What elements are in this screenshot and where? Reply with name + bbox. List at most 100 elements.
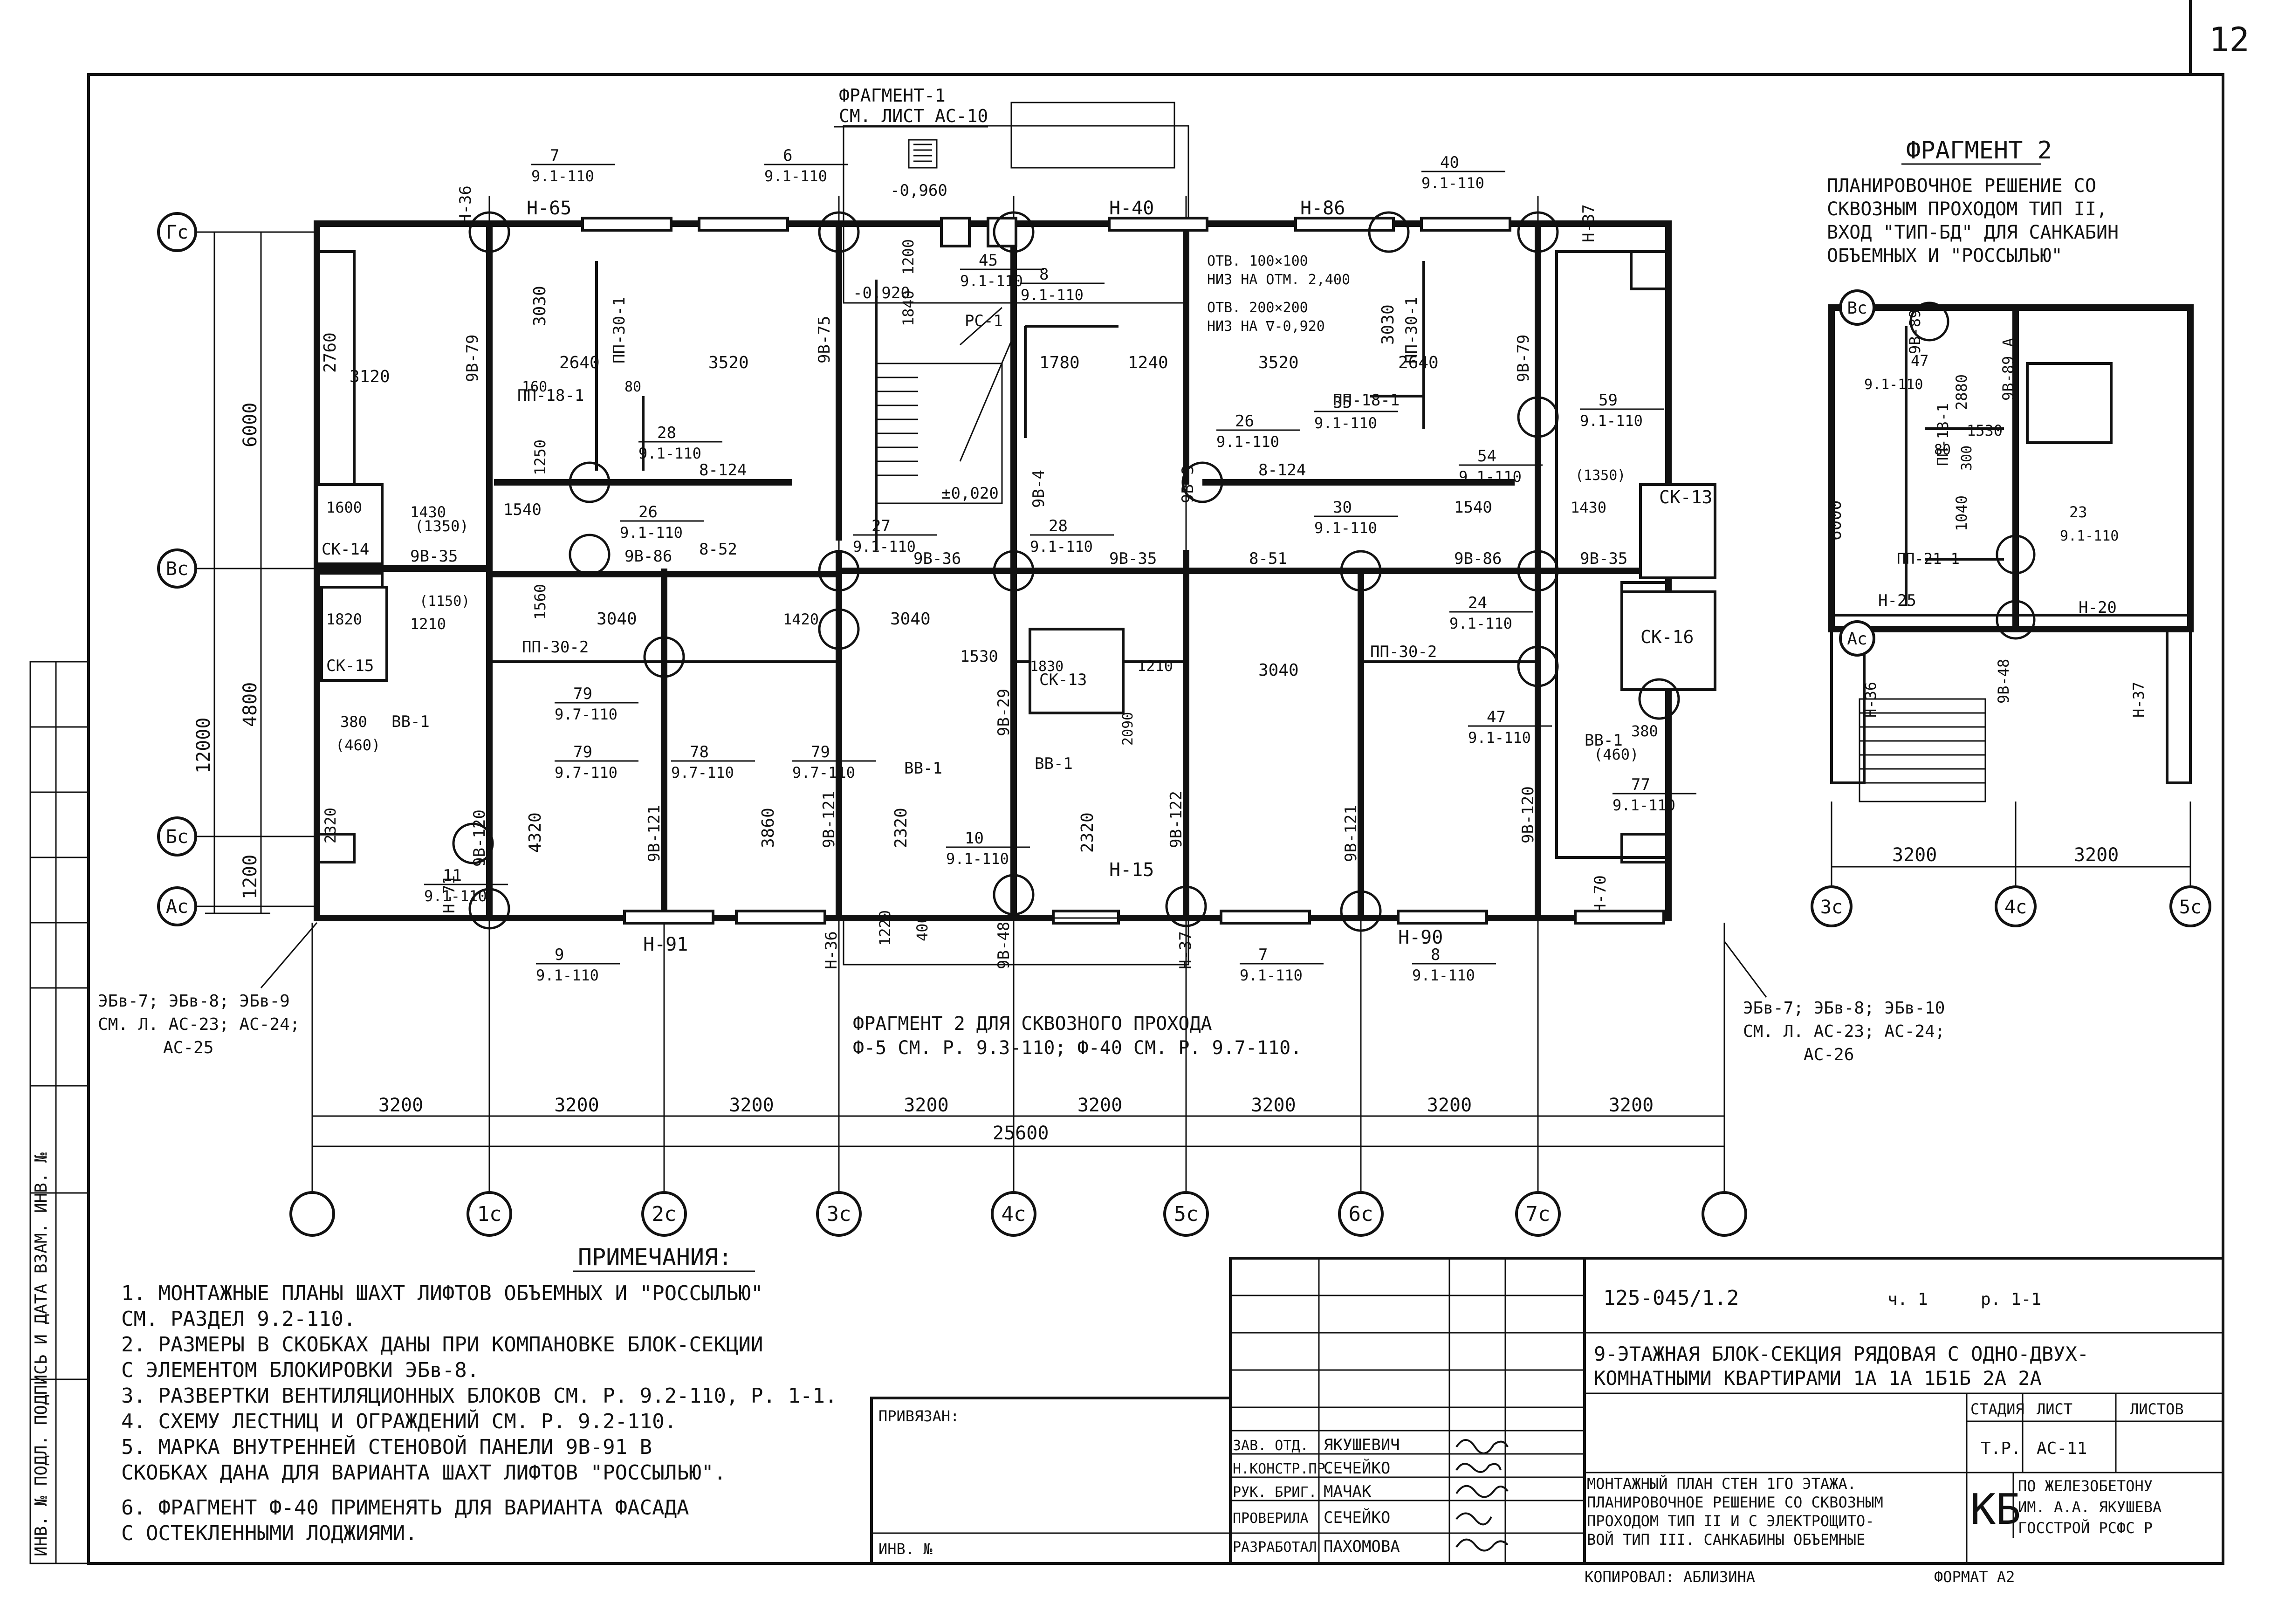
node-ref: 9.1-110	[1613, 796, 1675, 814]
wall-label: ВВ-1	[1035, 754, 1073, 773]
dim-text: 2320	[322, 808, 339, 843]
stair	[875, 307, 1015, 504]
dim-text: 1820	[326, 610, 362, 628]
dim-text: 1240	[1128, 353, 1168, 372]
node-number: 10	[965, 829, 984, 848]
span-dimension: 3200	[1427, 1095, 1472, 1116]
node-ref: 9.1-110	[764, 167, 827, 185]
page-number: 12	[2209, 20, 2250, 59]
dim-text: 400	[913, 914, 931, 941]
dim-text: 3040	[597, 610, 637, 629]
org-line: ИМ. А.А. ЯКУШЕВА	[2018, 1498, 2161, 1516]
node-number: 35	[1333, 393, 1352, 412]
dim-text: 2640	[1398, 353, 1439, 372]
wall-label: 9В-121	[1342, 805, 1360, 862]
axis-bubble-column	[991, 1191, 1036, 1237]
dim-text: 1220	[876, 910, 894, 946]
wall-label: 9В-86	[624, 547, 672, 566]
node-number: 45	[979, 251, 998, 270]
partition-label: ПП-18-1	[517, 386, 584, 405]
wall-label: 8-124	[1258, 461, 1306, 480]
wall-label: 9В-79	[1514, 335, 1533, 382]
margin-stamp-text: ИНВ. № ПОДЛ. ПОДПИСЬ И ДАТА ВЗАМ. ИНВ. №	[32, 1152, 51, 1556]
name-label: ПАХОМОВА	[1324, 1537, 1400, 1556]
note-line: СКОБКАХ ДАНА ДЛЯ ВАРИАНТА ШАХТ ЛИФТОВ "Р…	[121, 1461, 726, 1485]
partition-label: ПП-30-1	[610, 297, 629, 363]
dim-text: (1150)	[419, 593, 470, 610]
wall-label: 9В-75	[815, 316, 834, 363]
panel-label: Н-90	[1398, 927, 1443, 948]
main-floor-plan: СК-14 СК-15 СК-13 СК-16 СК-13	[98, 146, 1945, 1237]
note-line: С ЭЛЕМЕНТОМ БЛОКИРОВКИ ЭБв-8.	[121, 1358, 479, 1382]
note-line: 5. МАРКА ВНУТРЕННЕЙ СТЕНОВОЙ ПАНЕЛИ 9В-9…	[121, 1434, 652, 1459]
fragment2-node-number: 47	[1911, 352, 1929, 370]
wall-label: 9В-4	[1029, 470, 1048, 508]
fragment2-span: 3200	[2074, 844, 2119, 866]
node-number: 7	[550, 146, 559, 165]
dim-text: 3030	[530, 286, 549, 326]
wall-label: 9В-79	[463, 335, 482, 382]
wall-label: 9В-29	[995, 689, 1013, 736]
name-label: СЕЧЕЙКО	[1324, 1508, 1390, 1527]
node-number: 11	[443, 866, 462, 885]
axis-row-label: Ас	[166, 896, 188, 918]
node-ref: 9.7-110	[555, 706, 618, 723]
left-callout: ЭБв-7; ЭБв-8; ЭБв-9	[98, 992, 290, 1011]
fragment2-node-ref: 9.1-110	[1864, 377, 1923, 393]
node-number: 79	[811, 743, 830, 761]
role-label: ПРОВЕРИЛА	[1233, 1510, 1309, 1527]
org-line: ГОССТРОЙ РСФС Р	[2018, 1519, 2153, 1537]
left-dim-12000: 12000	[193, 718, 214, 774]
fragment2-plan: ФРАГМЕНТ 2 ПЛАНИРОВОЧНОЕ РЕШЕНИЕ СО СКВО…	[1811, 137, 2211, 927]
dim-text: 1540	[503, 500, 542, 519]
notes-title: ПРИМЕЧАНИЯ:	[578, 1244, 732, 1271]
notes-block: ПРИМЕЧАНИЯ: 1. МОНТАЖНЫЕ ПЛАНЫ ШАХТ ЛИФТ…	[121, 1244, 837, 1545]
node-ref: 9.1-110	[1580, 412, 1643, 430]
dim-text: 1200	[899, 239, 917, 275]
margin-stamp: ИНВ. № ПОДЛ. ПОДПИСЬ И ДАТА ВЗАМ. ИНВ. №	[29, 661, 89, 1564]
node-number: 40	[1440, 153, 1459, 172]
fragment2-label: Н-37	[2130, 682, 2148, 718]
dim-text: 2640	[559, 353, 600, 372]
node-number: 27	[871, 517, 891, 535]
node-ref: 9.7-110	[792, 764, 855, 781]
node-ref: 9.1-110	[1449, 615, 1512, 632]
fragment2-desc: ПЛАНИРОВОЧНОЕ РЕШЕНИЕ СО	[1827, 175, 2096, 197]
axis-column-label: 5с	[1174, 1202, 1199, 1226]
title-line: КОМНАТНЫМИ КВАРТИРАМИ 1А 1А 1Б1Б 2А 2А	[1594, 1367, 2042, 1390]
left-callout: СМ. Л. АС-23; АС-24;	[98, 1015, 300, 1034]
span-dimension: 3200	[554, 1095, 599, 1116]
note-line: 1. МОНТАЖНЫЕ ПЛАНЫ ШАХТ ЛИФТОВ ОБЪЕМНЫХ …	[121, 1281, 763, 1305]
node-ref: 9.1-110	[536, 966, 599, 984]
dim-text: 1420	[783, 610, 819, 628]
fragment2-note: ФРАГМЕНТ 2 ДЛЯ СКВОЗНОГО ПРОХОДА	[853, 1013, 1212, 1035]
dim-text: 3520	[708, 353, 749, 372]
node-number: 26	[1235, 412, 1254, 431]
dim-text: 1430	[410, 503, 446, 521]
stage-header: ЛИСТОВ	[2130, 1400, 2184, 1418]
sanitary-sk15: СК-15	[326, 657, 374, 675]
dim-text: 380	[1631, 722, 1658, 740]
node-ref: 9.1-110	[1468, 729, 1531, 747]
sheet-desc: ВОЙ ТИП III. САНКАБИНЫ ОБЪЕМНЫЕ	[1587, 1531, 1865, 1549]
axis-row-label: Бс	[166, 826, 188, 848]
axis-column-label: 7с	[1526, 1202, 1551, 1226]
wall-label: ВВ-1	[391, 713, 430, 731]
span-dimension: 3200	[904, 1095, 948, 1116]
fragment2-desc: ВХОД "ТИП-БД" ДЛЯ САНКАБИН	[1827, 222, 2119, 243]
left-dim-1200: 1200	[240, 855, 261, 899]
wall-label: 9В-35	[1580, 549, 1627, 568]
node-number: 54	[1477, 447, 1496, 466]
panel-label: Н-65	[527, 198, 571, 219]
node-number: 26	[638, 503, 658, 521]
partition-label: ПП-18-1	[1333, 391, 1400, 410]
role-label: ЗАВ. ОТД.	[1233, 1438, 1309, 1454]
dim-text: 1530	[960, 647, 998, 666]
dim-text: 1560	[531, 584, 549, 620]
dim-text: 2320	[892, 808, 911, 848]
wall-label: 8-52	[699, 540, 737, 559]
panel-label: Н-36	[456, 185, 475, 224]
drawing-part: ч. 1	[1887, 1290, 1928, 1309]
plan-labels: Н-65 Н-40 Н-86 Н-36 Н-37 Н-91 Н-15 Н-90 …	[321, 181, 1658, 969]
sheet-desc: МОНТАЖНЫЙ ПЛАН СТЕН 1ГО ЭТАЖА.	[1587, 1475, 1856, 1493]
